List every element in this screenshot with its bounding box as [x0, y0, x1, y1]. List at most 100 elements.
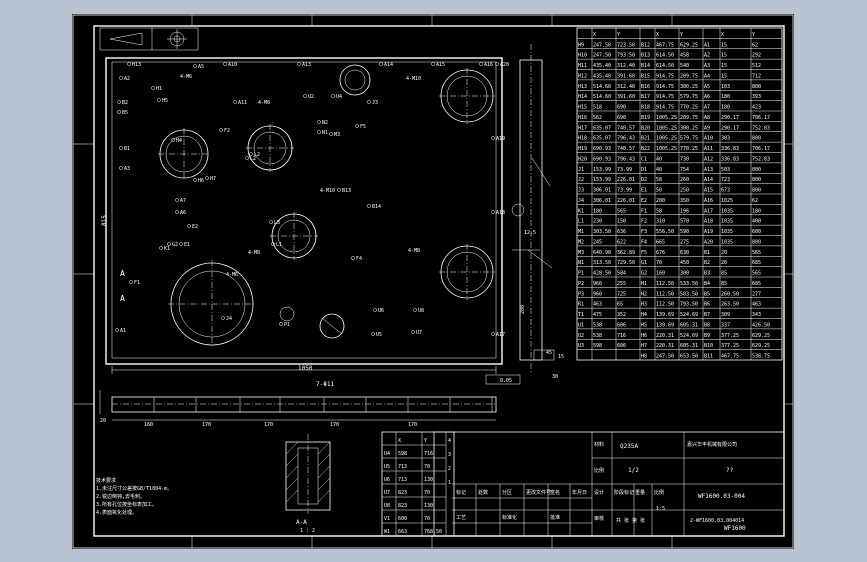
- table-right-cell: 139.69: [656, 312, 674, 318]
- width-dimension: 1050: [298, 365, 313, 372]
- table-right-cell: 306.01: [593, 198, 611, 204]
- table-right-cell: 570: [680, 219, 689, 225]
- section-scale: 1 : 2: [300, 528, 315, 534]
- table-right-cell: 139.69: [656, 322, 674, 328]
- table-right-cell: L1: [578, 219, 584, 225]
- table-right-cell: 685: [752, 260, 761, 266]
- table-right-cell: 277: [752, 291, 761, 297]
- table-right-cell: H8: [641, 354, 647, 360]
- table-right-cell: 524.69: [680, 333, 698, 339]
- table-right-cell: 518: [593, 105, 602, 111]
- table-right-cell: A3: [704, 63, 710, 69]
- table-right-cell: 605.31: [680, 343, 698, 349]
- table-right-header: Y: [752, 32, 755, 38]
- hole-label: J3: [372, 100, 378, 106]
- table-right-cell: 1035: [721, 239, 733, 245]
- table-right-cell: 640.98: [593, 250, 611, 256]
- hole-marker: [479, 62, 483, 66]
- table-right-cell: H3: [641, 302, 647, 308]
- table-right-cell: H17: [578, 125, 587, 131]
- table-right-cell: F1: [641, 208, 647, 214]
- table-bottom-cell: U8: [384, 503, 390, 509]
- table-right-cell: B7: [704, 312, 710, 318]
- table-right-cell: H9: [578, 42, 584, 48]
- hole-note-1: 4-M6: [180, 74, 192, 80]
- hole-label: B1: [124, 146, 130, 152]
- table-right-cell: 377.25: [721, 333, 739, 339]
- table-right-cell: 740.57: [617, 125, 635, 131]
- table-right-cell: 336.83: [721, 146, 739, 152]
- table-right-cell: A19: [704, 229, 713, 235]
- table-right-cell: M2: [578, 239, 584, 245]
- table-right-cell: B19: [641, 115, 650, 121]
- hole-marker: [219, 128, 223, 132]
- hole-label: F5: [360, 124, 366, 130]
- plate-features: [158, 64, 525, 348]
- right-dim-2: 280: [520, 305, 526, 314]
- table-right-cell: A11: [704, 146, 713, 152]
- table-right-cell: T1: [578, 312, 584, 318]
- table-right-cell: 538.75: [752, 354, 770, 360]
- table-right-cell: 290.17: [721, 115, 739, 121]
- table-right-cell: 475: [593, 312, 602, 318]
- hole-label: M3: [334, 132, 340, 138]
- hole-marker: [413, 308, 417, 312]
- product-name: WF1600: [724, 525, 746, 532]
- hole-label: N2: [322, 120, 328, 126]
- hole-marker: [303, 94, 307, 98]
- table-right-cell: 20: [721, 250, 727, 256]
- table-right-cell: H12: [578, 73, 587, 79]
- table-right-cell: 770.25: [680, 105, 698, 111]
- table-right-cell: 606: [617, 343, 626, 349]
- hole-marker: [187, 224, 191, 228]
- table-right-cell: 673: [721, 188, 730, 194]
- table-right-cell: 503: [721, 167, 730, 173]
- table-right-cell: B21: [641, 136, 650, 142]
- right-dim-5: 30: [552, 374, 558, 380]
- table-right-cell: P2: [578, 281, 584, 287]
- table-bottom-cell: 768.50: [424, 529, 442, 535]
- table-right-cell: 565: [617, 208, 626, 214]
- table-right-cell: 629.25: [680, 42, 698, 48]
- table-bottom-cell: U5: [384, 464, 390, 470]
- bore-M1: [319, 313, 345, 339]
- table-right-cell: H13: [578, 84, 587, 90]
- table-right-cell: 706.17: [752, 146, 770, 152]
- table-right-cell: H4: [641, 312, 647, 318]
- table-right-cell: 514.60: [593, 84, 611, 90]
- table-right-cell: A15: [704, 188, 713, 194]
- table-right-cell: 15: [721, 63, 727, 69]
- table-right-cell: 226.01: [617, 177, 635, 183]
- hole-label: L3: [274, 220, 280, 226]
- table-right-cell: 614.50: [656, 53, 674, 59]
- hole-label: G2: [172, 242, 178, 248]
- hole-marker: [431, 62, 435, 66]
- hole-note-6: 4-M8: [408, 248, 420, 254]
- bore-top-center: [339, 64, 371, 96]
- table-right-cell: 180: [593, 208, 602, 214]
- table-right-cell: B13: [641, 53, 650, 59]
- table-right-cell: 706.17: [752, 115, 770, 121]
- table-right-cell: A20: [704, 239, 713, 245]
- table-right-cell: 565: [752, 250, 761, 256]
- table-right-cell: 914.75: [656, 73, 674, 79]
- projection-symbol: [99, 27, 199, 51]
- table-right-cell: 263.50: [721, 302, 739, 308]
- table-right-cell: P3: [578, 291, 584, 297]
- hole-label: B14: [372, 204, 381, 210]
- table-right-cell: B11: [704, 354, 713, 360]
- tech-note-1: 1.未注尺寸公差按GB/T1804-m。: [96, 485, 172, 492]
- hole-label: A16: [484, 62, 493, 68]
- table-right-cell: 312.40: [617, 63, 635, 69]
- table-right-cell: 1005.25: [656, 125, 677, 131]
- table-right-cell: 391.60: [617, 94, 635, 100]
- table-right-cell: 1005.25: [656, 115, 677, 121]
- hole-label: F4: [356, 256, 362, 262]
- table-right-cell: 62: [752, 42, 758, 48]
- hole-marker: [367, 100, 371, 104]
- table-right-header: X: [656, 32, 659, 38]
- table-right-cell: A14: [704, 177, 713, 183]
- hole-marker: [175, 210, 179, 214]
- hole-label: U4: [336, 94, 342, 100]
- weight-label: 重量: [635, 489, 645, 496]
